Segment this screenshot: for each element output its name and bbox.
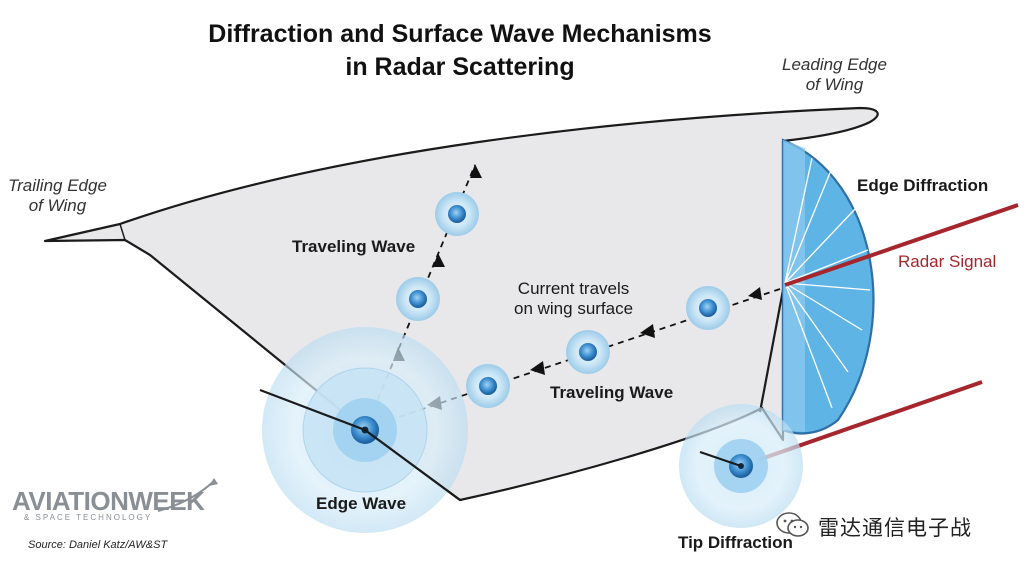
wave-bubble	[396, 277, 440, 321]
current-line-2: on wing surface	[514, 299, 634, 318]
leading-edge-label: Leading Edge of Wing	[782, 55, 887, 95]
current-line-1: Current travels	[517, 279, 630, 298]
vertical-arrow-1	[470, 164, 482, 178]
radar-signal-label: Radar Signal	[898, 252, 997, 271]
wave-bubble	[686, 286, 730, 330]
watermark-text: 雷达通信电子战	[818, 517, 972, 540]
wave-bubble	[435, 192, 479, 236]
title-line-2: in Radar Scattering	[345, 53, 575, 81]
wing-tip-edge	[758, 289, 785, 413]
source-credit: Source: Daniel Katz/AW&ST	[28, 539, 168, 551]
aviation-week-logo: AVIATIONWEEK	[12, 486, 205, 516]
wechat-icon	[776, 512, 809, 537]
aviation-week-logo-sub: & SPACE TECHNOLOGY	[24, 513, 153, 522]
edge-diffraction-label: Edge Diffraction	[857, 176, 989, 195]
edge-wave-label: Edge Wave	[316, 494, 407, 513]
wave-bubble	[466, 364, 510, 408]
edge-diffraction-lobe	[781, 138, 875, 435]
current-label: Current travels on wing surface	[514, 279, 633, 319]
current-arrow-1	[748, 287, 762, 300]
tip-diffraction-label: Tip Diffraction	[678, 533, 793, 552]
trailing-edge-label: Trailing Edge of Wing	[8, 176, 107, 216]
vertical-arrow-2	[433, 253, 445, 267]
traveling-wave-top-label: Traveling Wave	[292, 237, 416, 256]
trailing-edge-line	[119, 223, 126, 241]
leading-edge-line-1: Leading Edge	[782, 55, 887, 74]
current-arrow-3	[530, 361, 545, 375]
radar-signal-ray-1	[784, 203, 1019, 287]
leading-edge-line-2: of Wing	[805, 75, 864, 94]
wing-surface	[43, 106, 879, 502]
current-arrow-2	[640, 324, 655, 338]
wave-bubble	[566, 330, 610, 374]
title-line-1: Diffraction and Surface Wave Mechanisms	[208, 20, 712, 48]
trailing-edge-line-1: Trailing Edge	[8, 176, 107, 195]
trailing-edge-line-2: of Wing	[28, 196, 87, 215]
brand-swoosh-icon	[157, 480, 215, 512]
traveling-wave-bottom-label: Traveling Wave	[550, 383, 674, 402]
diagram-title: Diffraction and Surface Wave Mechanisms …	[120, 18, 800, 84]
